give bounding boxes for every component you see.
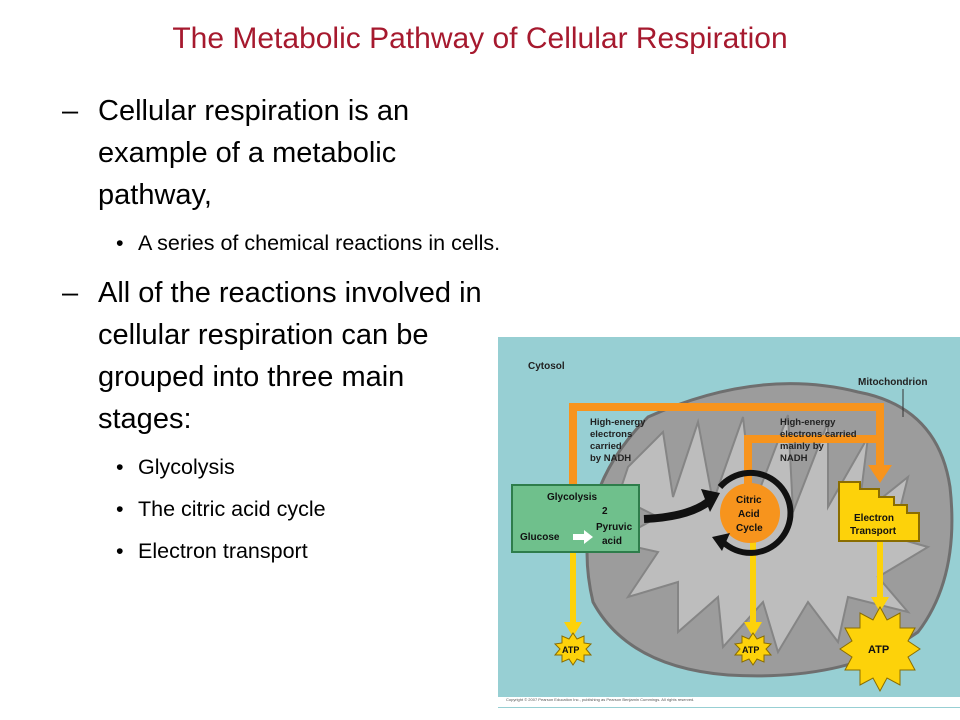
bullet-text: All of the reactions involved in cellula…: [98, 277, 482, 435]
electron-transport-box: [838, 481, 920, 542]
glycolysis-box: [511, 484, 640, 553]
label-line: by NADH: [590, 453, 631, 464]
mitochondrion-label: Mitochondrion: [858, 377, 927, 388]
bullet-level2: • A series of chemical reactions in cell…: [62, 228, 502, 258]
diagram-svg: Cytosol Mitochondrion High-energy electr…: [511, 361, 954, 693]
glucose-label: Glucose: [520, 532, 560, 543]
he-left-label: High-energy electrons carried by NADH: [590, 417, 646, 464]
bullet-text: Electron transport: [138, 539, 308, 563]
bullet-text: Glycolysis: [138, 455, 235, 479]
dash-marker: –: [62, 277, 79, 309]
arrowhead-icon: [701, 489, 720, 512]
label-line: High-energy: [780, 417, 836, 428]
bullet-level2: • The citric acid cycle: [62, 494, 502, 524]
bullet-list: – Cellular respiration is an example of …: [62, 90, 502, 578]
dash-marker: –: [62, 95, 79, 127]
atp-label: ATP: [742, 645, 759, 655]
transport-label: Transport: [850, 526, 897, 537]
arrowhead-icon: [868, 465, 892, 483]
small-arrow-icon: [573, 530, 593, 544]
label-line: electrons: [590, 429, 632, 440]
acid-label: acid: [602, 536, 622, 547]
label-line: High-energy: [590, 417, 646, 428]
two-label: 2: [602, 506, 608, 517]
bullet-text: A series of chemical reactions in cells.: [138, 231, 501, 255]
bullet-text: The citric acid cycle: [138, 497, 326, 521]
atp-arrows: [570, 532, 883, 624]
citric-acid-circle: [720, 483, 780, 543]
bullet-level1: – Cellular respiration is an example of …: [62, 90, 502, 216]
citric-label: Acid: [738, 509, 760, 520]
bullet-level1: – All of the reactions involved in cellu…: [62, 272, 502, 440]
label-line: mainly by: [780, 441, 825, 452]
label-line: electrons carried: [780, 429, 857, 440]
citric-label: Citric: [736, 495, 762, 506]
arrowhead-icon: [712, 533, 730, 551]
dot-marker: •: [116, 231, 124, 255]
cycle-ring: [717, 469, 794, 556]
atp-label: ATP: [868, 644, 889, 656]
dot-marker: •: [116, 455, 124, 479]
arrowhead-icon: [871, 597, 889, 612]
atp-starburst-large: [839, 605, 921, 693]
electron-label: Electron: [854, 513, 894, 524]
dot-marker: •: [116, 539, 124, 563]
atp-starburst-small: [553, 632, 593, 666]
citric-label: Cycle: [736, 523, 763, 534]
cytosol-label: Cytosol: [528, 361, 565, 372]
atp-label: ATP: [562, 645, 579, 655]
arrowhead-icon: [564, 622, 582, 637]
he-right-label: High-energy electrons carried mainly by …: [780, 417, 857, 464]
glycolysis-label: Glycolysis: [547, 492, 597, 503]
slide-title: The Metabolic Pathway of Cellular Respir…: [172, 22, 788, 55]
bullet-text: Cellular respiration is an example of a …: [98, 95, 410, 211]
atp-starburst-small: [733, 632, 773, 666]
respiration-diagram: Cytosol Mitochondrion High-energy electr…: [498, 337, 960, 708]
label-line: NADH: [780, 453, 808, 464]
arrowhead-icon: [744, 622, 762, 637]
label-line: carried: [590, 441, 622, 452]
bullet-level2: • Glycolysis: [62, 452, 502, 482]
pyruvate-arrow: [643, 498, 711, 523]
copyright-text: Copyright © 2007 Pearson Education Inc.,…: [498, 697, 960, 707]
pyruvic-label: Pyruvic: [596, 522, 633, 533]
dot-marker: •: [116, 497, 124, 521]
bullet-level2: • Electron transport: [62, 536, 502, 566]
